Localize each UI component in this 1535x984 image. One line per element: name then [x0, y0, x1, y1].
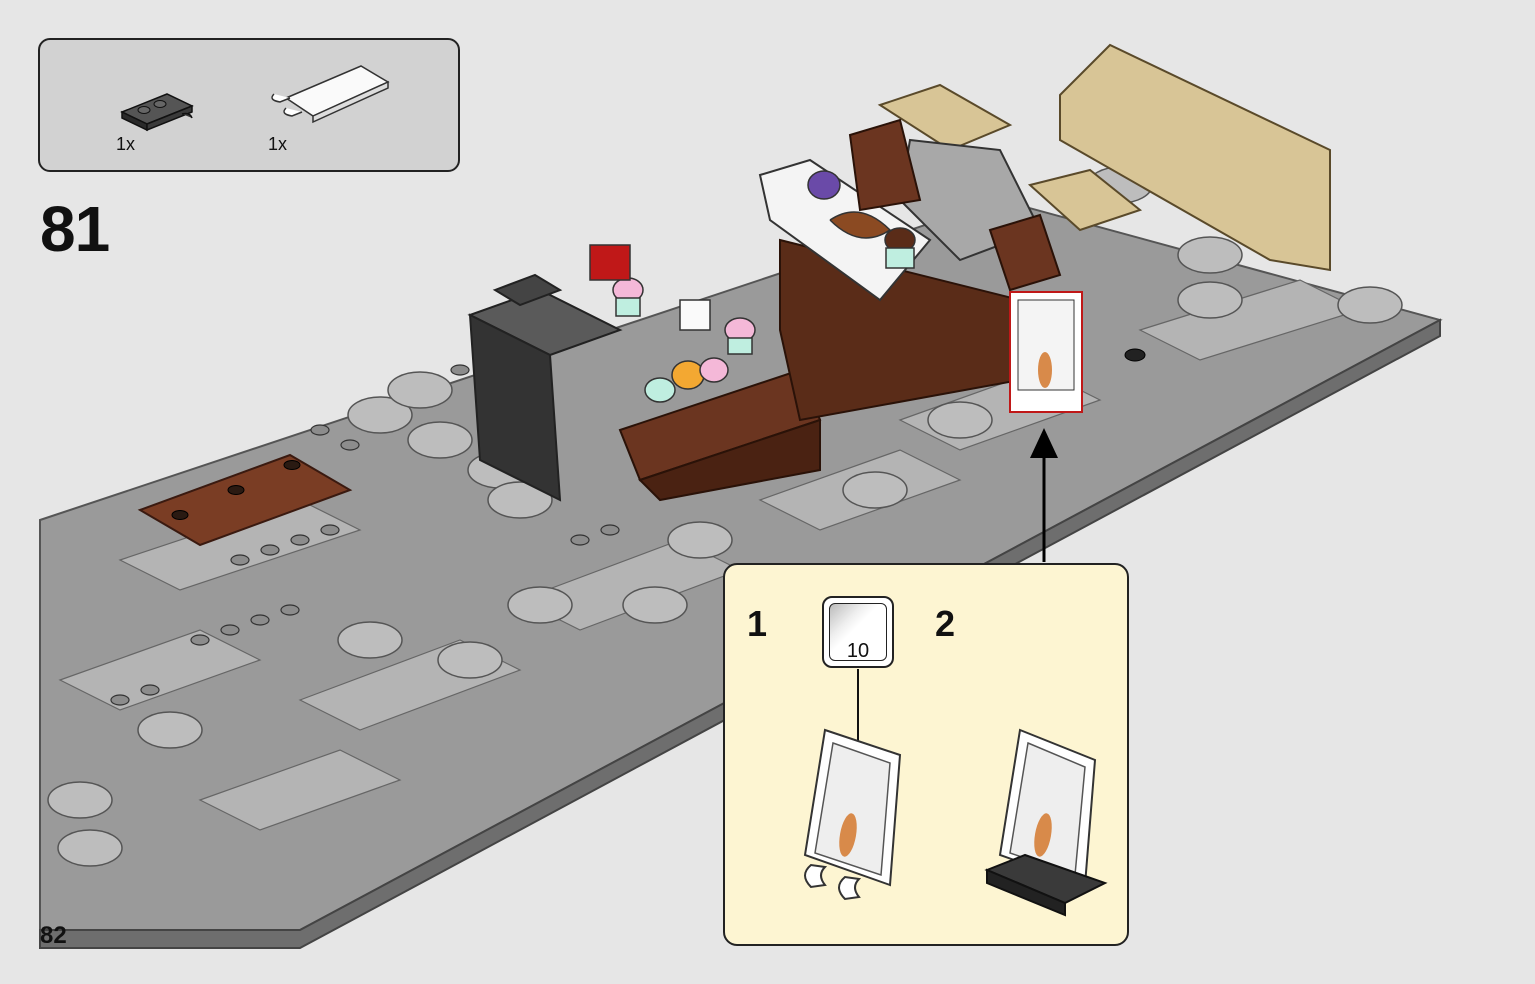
brown-tile-area — [137, 453, 353, 547]
substep-callout: 1 2 10 — [723, 563, 1129, 946]
parts-list-box: 1x 1x — [38, 38, 460, 172]
sign-in-scene — [1009, 291, 1083, 413]
sign-step-2 — [984, 728, 1108, 917]
callout-illustrations — [803, 669, 1108, 917]
part-2-quantity: 1x — [268, 134, 288, 154]
arrow-head — [1030, 428, 1058, 458]
substep-1-number: 1 — [747, 603, 768, 644]
white-tile-part-icon — [271, 65, 390, 124]
sticker-reference: 10 — [822, 596, 894, 668]
substep-2-number: 2 — [935, 603, 956, 644]
baseplate-edge — [39, 318, 1441, 949]
part-1-quantity: 1x — [116, 134, 136, 154]
sticker-number: 10 — [846, 640, 870, 662]
sticker-icon: 10 — [829, 603, 887, 662]
step-number: 81 — [40, 193, 110, 265]
page-number: 82 — [40, 922, 67, 949]
dark-plate-part-icon — [120, 93, 194, 132]
tan-wall — [1059, 43, 1331, 272]
croissant — [829, 211, 892, 239]
sign-step-1 — [803, 728, 902, 901]
